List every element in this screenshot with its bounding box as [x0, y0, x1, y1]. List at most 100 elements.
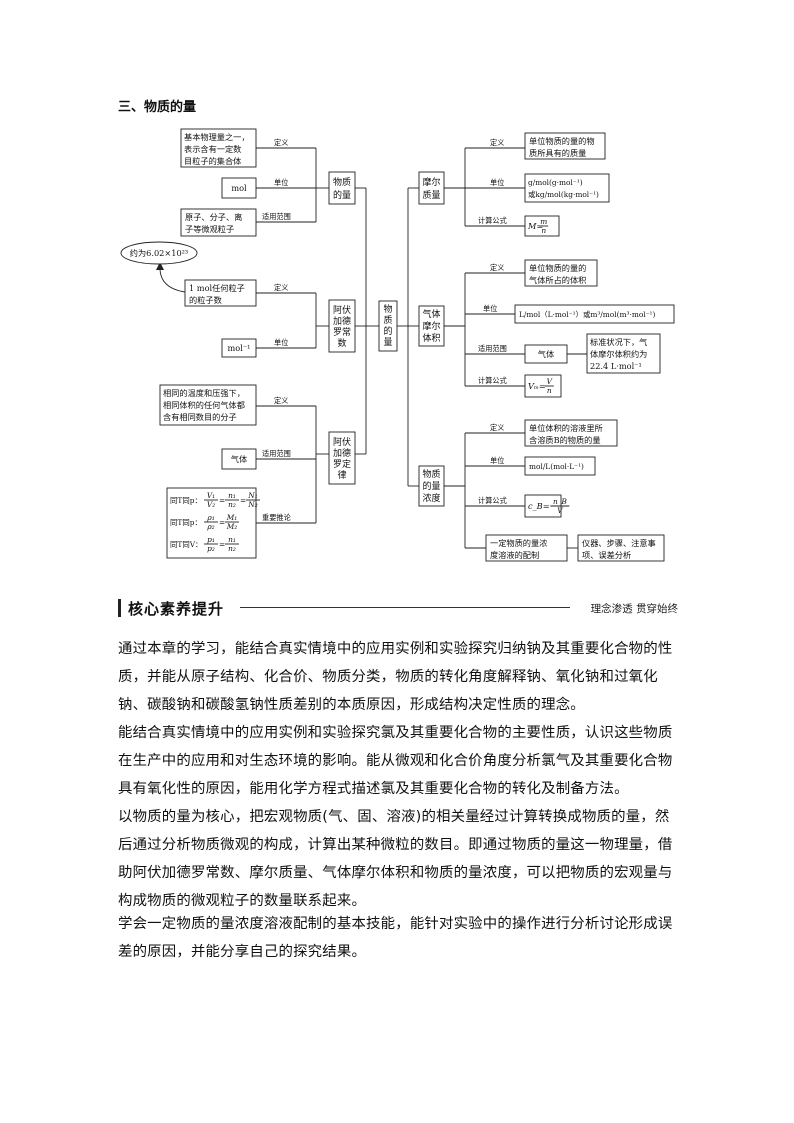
avogadro-law-definition-box: [159, 384, 257, 426]
node-avogadro-law: 阿伏 加德 罗定 律: [328, 431, 356, 485]
node-quantity: 物质 的量: [328, 171, 356, 205]
branch-label: 单位: [490, 456, 504, 465]
svg-text:律: 律: [337, 469, 346, 481]
inference-denominator: M₂: [226, 522, 238, 531]
avogadro-constant-unit: mol⁻¹: [228, 343, 251, 353]
svg-text:的量: 的量: [333, 189, 351, 201]
molar-mass-definition-box: [524, 132, 606, 160]
avogadro-constant-definition-line: 1 mol任何粒子: [189, 283, 245, 293]
branch-label: 定义: [274, 283, 288, 292]
avogadro-law-definition-line: 含有相同数目的分子: [163, 412, 237, 422]
svg-text:浓度: 浓度: [422, 492, 440, 504]
branch-label: 定义: [490, 423, 504, 432]
branch-label: 定义: [490, 138, 504, 147]
branch-label: 定义: [274, 138, 288, 147]
node-avogadro-constant: 阿伏 加德 罗常 数: [328, 299, 356, 353]
inference-denominator: n₂: [228, 544, 236, 553]
concentration-definition-line: 单位体积的溶液里所: [529, 423, 603, 433]
quantity-scope-line: 原子、分子、离: [185, 212, 242, 222]
svg-text:阿伏: 阿伏: [333, 304, 351, 316]
concentration-definition-box: [524, 419, 618, 447]
quantity-definition-line: 表示含有一定数: [184, 144, 241, 154]
inference-denominator: V₂: [207, 500, 215, 509]
inference-equals: =: [219, 540, 225, 549]
molar-volume-definition-line: 单位物质的量的: [529, 263, 586, 273]
paragraph: 通过本章的学习，能结合真实情境中的应用实例和实验探究归纳钠及其重要化合物的性质，…: [118, 641, 673, 713]
svg-text:的量: 的量: [422, 480, 440, 492]
formula-numerator: V: [547, 377, 553, 386]
avogadro-constant-definition-line: 的粒子数: [189, 295, 222, 305]
molar-mass-definition-line: 质所具有的质量: [529, 148, 586, 158]
inference-numerator: V₁: [207, 491, 215, 500]
center-char: 物: [383, 303, 392, 315]
inference-denominator: N₂: [247, 500, 257, 509]
avogadro-law-definition-line: 相同的温度和压强下，: [163, 388, 245, 398]
avogadro-value-text: 约为6.02×10²³: [130, 248, 188, 258]
inference-numerator: ρ₁: [206, 513, 214, 522]
branch-label: 计算公式: [478, 496, 507, 505]
inference-prefix: 同T同p：: [170, 518, 202, 527]
molar-volume-definition-box: [524, 259, 598, 287]
concentration-unit-box: [524, 456, 596, 476]
molar-volume-scope-note-line: 体摩尔体积约为: [590, 349, 647, 359]
molar-volume-scope: 气体: [538, 349, 554, 359]
note-arrow: [159, 267, 186, 293]
core-literacy-header: 核心素养提升 理念渗透 贯穿始终: [118, 597, 678, 619]
inference-numerator: n₁: [228, 535, 236, 544]
avogadro-constant-definition-box: [184, 279, 257, 307]
inference-numerator: M₁: [226, 513, 238, 522]
molar-volume-scope-note-box: [586, 333, 661, 374]
inference-numerator: N₁: [247, 491, 257, 500]
avogadro-law-scope: 气体: [231, 454, 247, 464]
svg-text:加德: 加德: [333, 447, 351, 459]
concept-map: 物 质 的 量 物质 的量 阿伏 加德 罗常 数 阿伏 加德 罗定 律 基本物理…: [120, 128, 675, 562]
concentration-definition-line: 含溶质B的物质的量: [529, 435, 601, 445]
molar-mass-unit-line: 或kg/mol(kg·mol⁻¹): [528, 190, 599, 199]
concentration-prep-line: 一定物质的量浓: [490, 538, 547, 548]
concentration-prep-note-line: 项、误差分析: [582, 550, 631, 560]
molar-volume-unit-box: [514, 304, 675, 324]
formula-lhs: Vₘ=: [528, 381, 546, 391]
quantity-unit-box: [221, 177, 257, 199]
core-literacy-subtitle: 理念渗透 贯穿始终: [590, 603, 678, 615]
formula-denominator: n: [547, 386, 552, 395]
formula-denominator: n: [541, 226, 546, 235]
avogadro-law-scope-box: [221, 448, 257, 470]
node-concentration: 物质 的量 浓度: [418, 465, 445, 507]
core-literacy-title: 核心素养提升: [128, 600, 225, 618]
svg-text:加德: 加德: [333, 315, 351, 327]
quantity-definition-line: 基本物理量之一，: [184, 132, 250, 142]
paragraph: 以物质的量为核心，把宏观物质(气、固、溶液)的相关量经过计算转换成物质的量，然后…: [118, 809, 673, 909]
branch-label: 计算公式: [478, 216, 507, 225]
branch-label: 单位: [483, 304, 497, 313]
inference-prefix: 同T同p：: [170, 496, 202, 505]
inference-equals: =: [219, 496, 225, 505]
inference-numerator: n₁: [228, 491, 236, 500]
concentration-prep-line: 度溶液的配制: [490, 550, 539, 560]
svg-text:摩尔: 摩尔: [422, 320, 440, 332]
svg-text:物质: 物质: [333, 176, 351, 188]
branch-label: 单位: [490, 178, 504, 187]
formula-lhs: c_B=: [528, 501, 550, 511]
formula-lhs: M=: [527, 221, 543, 231]
molar-volume-unit: L/mol（L·mol⁻¹）或m³/mol(m³·mol⁻¹): [519, 310, 656, 319]
center-node: 物 质 的 量: [378, 300, 398, 352]
branch-label: 适用范围: [262, 449, 291, 458]
node-molar-mass: 摩尔 质量: [418, 171, 445, 205]
center-char: 的: [383, 325, 392, 337]
molar-mass-unit-box: [524, 173, 610, 203]
branch-label: 定义: [490, 263, 504, 272]
header-marker: [118, 599, 121, 617]
svg-text:气体: 气体: [422, 308, 440, 320]
svg-text:罗定: 罗定: [333, 458, 351, 470]
inference-numerator: p₁: [207, 535, 215, 544]
formula-numerator: m: [540, 217, 547, 226]
svg-text:阿伏: 阿伏: [333, 436, 351, 448]
avogadro-value-note: [120, 241, 198, 265]
molar-volume-formula-box: [524, 374, 562, 398]
section-title: 三、物质的量: [118, 100, 197, 115]
center-char: 质: [383, 314, 392, 326]
inference-denominator: n₂: [228, 500, 236, 509]
molar-mass-unit-line: g/mol(g·mol⁻¹): [528, 178, 583, 187]
svg-text:物质: 物质: [422, 468, 440, 480]
